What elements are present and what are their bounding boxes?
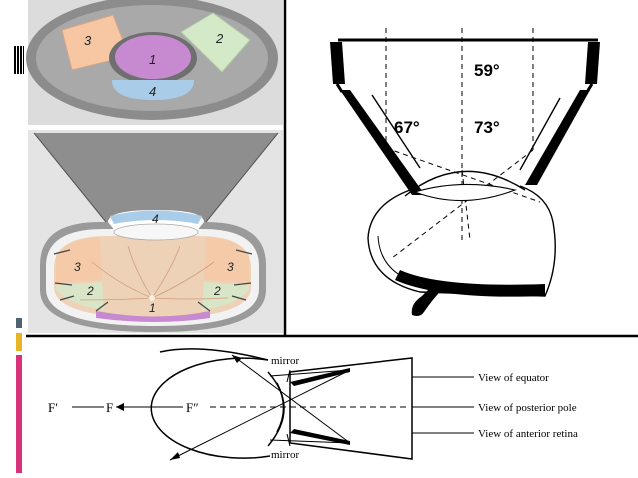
- upper-mirror: [290, 368, 350, 386]
- lower-mirror: [290, 429, 350, 445]
- eye-zone-label-2-right: 2: [213, 284, 221, 298]
- mirror-pointer-bottom: [286, 433, 291, 447]
- retina-zone-3-right: [204, 237, 249, 283]
- eye-circle-upper-arc: [159, 348, 269, 361]
- slide-accent-bar-pink: [16, 355, 22, 473]
- lens-cone-edge-left: [33, 132, 107, 223]
- eye-zone-label-3-left: 3: [74, 260, 81, 274]
- label-f-prime: F′: [48, 400, 58, 415]
- zone-tick-marks: [53, 249, 253, 312]
- eye-zone-label-1: 1: [149, 301, 156, 315]
- lens-surface: [276, 382, 285, 433]
- slide-accent-bar-gold: [16, 333, 22, 351]
- lens-zone-label-1: 1: [149, 52, 156, 67]
- label-f: F: [106, 400, 113, 415]
- angle-label-67: 67°: [394, 118, 420, 137]
- retinal-vessels: [79, 245, 229, 301]
- mirror-zone-2: [180, 12, 251, 73]
- retina-band: [395, 270, 545, 297]
- mirror-pointer-top: [286, 369, 291, 383]
- iris-lens: [413, 183, 517, 202]
- three-mirror-lens-diagram: 59° 67° 73°: [330, 28, 600, 316]
- dashed-view-lines: [385, 28, 541, 259]
- lens-left-thick-wall: [330, 42, 345, 84]
- lens-right-thick-wall: [585, 42, 600, 84]
- retina-zone-1: [96, 311, 210, 322]
- arrowheads: [170, 355, 242, 460]
- lens-left-mirror-wall: [340, 90, 425, 195]
- lens-zone-label-4: 4: [149, 84, 156, 99]
- retina-fundus: [54, 236, 251, 318]
- eye-zone-label-4: 4: [152, 212, 159, 226]
- optic-disc: [149, 295, 155, 301]
- lens-mirror-view: 3 2 1 4: [26, 0, 283, 125]
- optic-nerve: [411, 286, 445, 316]
- lens-cone-edge-right: [205, 132, 279, 223]
- lens-zone-label-3: 3: [84, 33, 92, 48]
- slide-accent-bar-slate: [16, 318, 22, 328]
- gonio-lens-body: [289, 357, 413, 460]
- label-view-equator: View of equator: [478, 372, 549, 384]
- retina-zone-2-left: [56, 282, 104, 310]
- label-f-double-prime: F″: [186, 400, 199, 415]
- angle-label-73: 73°: [474, 118, 500, 137]
- label-view-anterior: View of anterior retina: [478, 428, 578, 440]
- crystalline-lens: [113, 223, 199, 241]
- angle-label-59: 59°: [474, 61, 500, 80]
- lens-inner-right-mirror: [519, 97, 561, 171]
- lens-on-eye-view: 4 3 3 2 2 1: [28, 130, 283, 333]
- axis-arrowhead: [116, 403, 124, 411]
- lens-right-mirror-wall: [525, 90, 590, 185]
- mirror-zone-1: [115, 35, 191, 79]
- cornea-zone-4-tint: [110, 210, 202, 224]
- label-view-posterior: View of posterior pole: [478, 402, 577, 414]
- slide-accent-bar-black: [14, 46, 24, 74]
- mirror-zone-4: [112, 80, 194, 100]
- optical-schematic: F′ F F″ mirror mirror View of equator Vi…: [48, 348, 578, 461]
- lens-zone-label-2: 2: [215, 31, 224, 46]
- lens-cone: [34, 133, 278, 222]
- light-rays: [169, 354, 351, 461]
- label-mirror-bottom: mirror: [271, 449, 299, 461]
- eye-zone-label-3-right: 3: [227, 260, 234, 274]
- retina-zone-3-left: [56, 237, 102, 283]
- eye-globe-outline: [367, 185, 556, 297]
- lens-inner-left-mirror: [371, 94, 421, 169]
- retina-zone-2-right: [202, 282, 249, 310]
- label-mirror-top: mirror: [271, 355, 299, 367]
- eye-circle: [150, 357, 271, 459]
- eye-zone-label-2-left: 2: [86, 284, 94, 298]
- cornea-curve: [404, 170, 526, 197]
